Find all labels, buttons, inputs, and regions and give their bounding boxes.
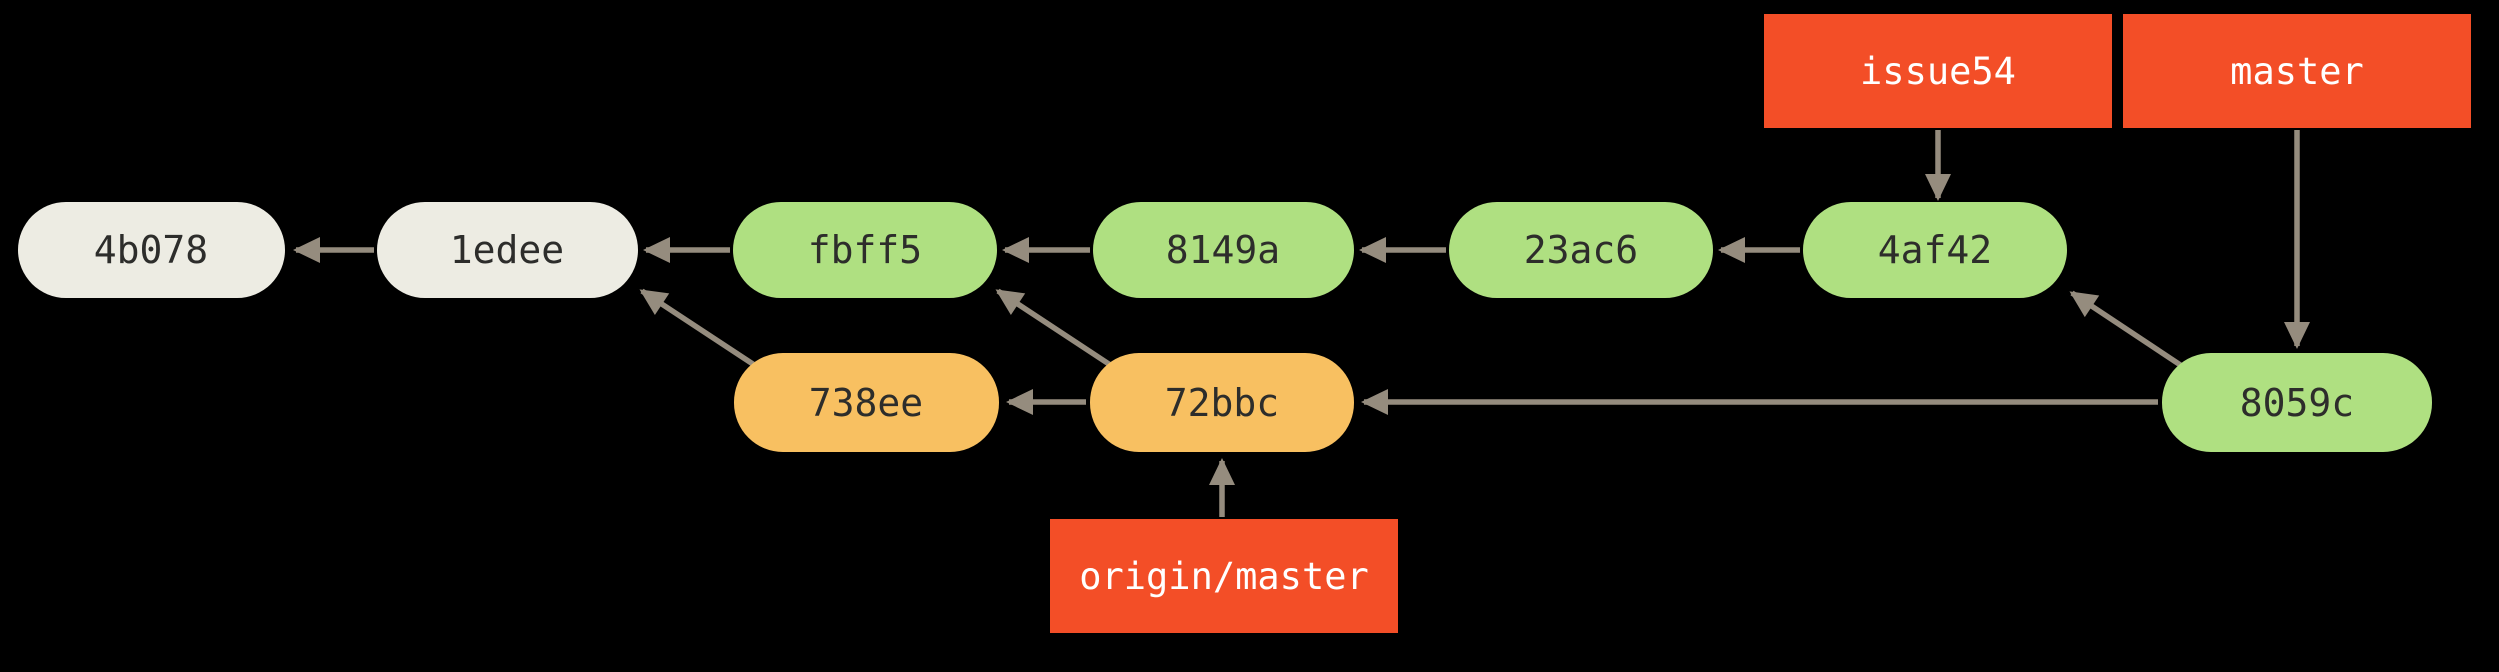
commit-fbff5-pill <box>733 202 997 298</box>
branch-label-master: master <box>2123 14 2471 128</box>
commit-72bbc-id: 72bbc <box>1165 381 1279 425</box>
branch-label-master-box <box>2123 14 2471 128</box>
branch-label-master-text: master <box>2230 50 2364 93</box>
commit-4b078-id: 4b078 <box>94 228 208 272</box>
commit-8059c-id: 8059c <box>2240 381 2354 425</box>
commit-23ac6-id: 23ac6 <box>1524 228 1638 272</box>
commit-738ee-id: 738ee <box>809 381 923 425</box>
commit-23ac6-pill <box>1449 202 1713 298</box>
commit-1edee: 1edee <box>377 202 638 298</box>
commit-23ac6: 23ac6 <box>1449 202 1713 298</box>
commit-72bbc-pill <box>1090 353 1354 452</box>
branch-label-origin-master: origin/master <box>1050 519 1398 633</box>
commit-4b078-pill <box>18 202 285 298</box>
commit-1edee-id: 1edee <box>450 228 564 272</box>
edge-72bbc-fbff5 <box>995 288 1123 375</box>
branch-label-origin-master-text: origin/master <box>1079 555 1369 598</box>
commit-fbff5: fbff5 <box>733 202 997 298</box>
commit-4af42-id: 4af42 <box>1878 228 1992 272</box>
commit-738ee-pill <box>734 353 999 452</box>
commit-72bbc: 72bbc <box>1090 353 1354 452</box>
branch-label-issue54-box <box>1764 14 2112 128</box>
commit-4b078: 4b078 <box>18 202 285 298</box>
commit-8149a-pill <box>1093 202 1354 298</box>
edges-layer <box>293 130 2310 517</box>
commit-4af42-pill <box>1803 202 2067 298</box>
commit-8059c-pill <box>2162 353 2432 452</box>
edge-738ee-1edee <box>639 288 767 375</box>
branch-label-issue54: issue54 <box>1764 14 2112 128</box>
commit-1edee-pill <box>377 202 638 298</box>
commit-8059c: 8059c <box>2162 353 2432 452</box>
commit-4af42: 4af42 <box>1803 202 2067 298</box>
branch-label-origin-master-box <box>1050 519 1398 633</box>
commit-8149a-id: 8149a <box>1166 228 1280 272</box>
commit-fbff5-id: fbff5 <box>808 228 922 272</box>
commit-8149a: 8149a <box>1093 202 1354 298</box>
edge-8059c-4af42 <box>2069 290 2202 381</box>
commit-738ee: 738ee <box>734 353 999 452</box>
branch-label-issue54-text: issue54 <box>1860 50 2016 93</box>
